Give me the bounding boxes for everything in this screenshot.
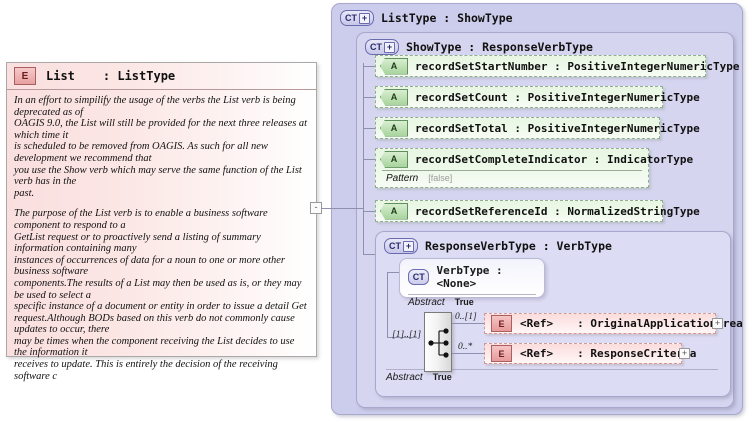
sequence-icon — [428, 328, 449, 358]
element-icon: E — [14, 67, 36, 85]
complextype-badge-label: CT — [370, 42, 382, 52]
connector-stub-attr-1 — [363, 66, 375, 67]
complextype-listtype-title: CT+ ListType : ShowType — [340, 10, 513, 26]
attribute-recordSetTotal[interactable]: A recordSetTotal : PositiveIntegerNumeri… — [375, 117, 700, 139]
connector-stub-attr-3 — [363, 128, 375, 129]
connector-stub-verbtype — [387, 272, 399, 273]
attribute-label: recordSetCompleteIndicator : IndicatorTy… — [415, 152, 694, 166]
facet-name: Abstract — [386, 372, 423, 383]
documentation-panel: E List : ListType In an effort to simpil… — [6, 62, 317, 382]
connector-stub-attr-2 — [363, 97, 375, 98]
facet-name: Pattern — [386, 172, 419, 184]
complextype-icon: CT+ — [365, 39, 399, 55]
element-ref-label: <Ref> — [520, 347, 554, 360]
complextype-verbtype-box[interactable]: CT VerbType : <None> Abstract True — [399, 258, 545, 308]
documentation-header: E List : ListType — [7, 63, 316, 90]
attribute-icon: A — [380, 88, 408, 106]
expand-plus-icon: + — [403, 240, 414, 252]
attribute-icon: A — [380, 119, 408, 137]
connector-stub-attr-5 — [363, 211, 375, 212]
collapse-toggle-button[interactable]: - — [310, 202, 322, 214]
attribute-recordSetCompleteIndicator[interactable]: A recordSetCompleteIndicator : Indicator… — [375, 148, 693, 188]
element-ref-originalapplicationarea[interactable]: E <Ref> : OriginalApplicationArea — [484, 313, 743, 334]
complextype-icon: CT — [408, 269, 430, 285]
complextype-responseverbtype-label: ResponseVerbType : VerbType — [425, 239, 612, 253]
element-icon: E — [491, 345, 512, 362]
cardinality-responsecriteria: 0..* — [458, 342, 473, 352]
connector-stub-compositor — [387, 337, 417, 338]
facet-value: True — [432, 372, 452, 382]
connector-trunk-responseverbtype — [387, 272, 388, 337]
attribute-facet-pattern: Pattern [false] — [382, 169, 642, 187]
connector-doc-to-tree — [322, 208, 363, 209]
complextype-listtype-label: ListType : ShowType — [381, 11, 513, 25]
attribute-label: recordSetReferenceId : NormalizedStringT… — [415, 204, 700, 218]
documentation-paragraph-2: The purpose of the List verb is to enabl… — [14, 208, 307, 382]
attribute-recordSetReferenceId[interactable]: A recordSetReferenceId : NormalizedStrin… — [375, 200, 700, 222]
attribute-icon: A — [380, 150, 408, 168]
expand-plus-icon: + — [384, 41, 395, 53]
attribute-icon: A — [380, 202, 408, 220]
complextype-responseverbtype-title: CT+ ResponseVerbType : VerbType — [384, 238, 612, 254]
sequence-compositor[interactable] — [424, 312, 452, 372]
attribute-recordSetCount[interactable]: A recordSetCount : PositiveIntegerNumeri… — [375, 86, 700, 108]
connector-stub-attr-4 — [363, 159, 375, 160]
complextype-badge-label: CT — [389, 241, 401, 251]
complextype-icon: CT+ — [340, 10, 374, 26]
complextype-icon: CT+ — [384, 238, 418, 254]
element-type-label: : OriginalApplicationArea — [577, 317, 743, 330]
responseverbtype-abstract-facet: Abstract True — [386, 369, 718, 383]
attribute-recordSetStartNumber[interactable]: A recordSetStartNumber : PositiveInteger… — [375, 55, 740, 77]
complextype-verbtype-label: VerbType : <None> — [436, 264, 503, 290]
attribute-icon: A — [380, 57, 408, 75]
element-type: : ListType — [102, 69, 176, 83]
element-name: List — [46, 69, 75, 83]
element-type-label: : ResponseCriteria — [577, 347, 697, 360]
element-ref-label: <Ref> — [520, 317, 554, 330]
documentation-body: In an effort to simpilify the usage of t… — [7, 90, 316, 386]
attribute-label: recordSetStartNumber : PositiveIntegerNu… — [415, 59, 740, 73]
expand-originalapplicationarea-button[interactable]: + — [712, 318, 723, 329]
expand-plus-icon: + — [359, 12, 370, 24]
connector-stub-responseverbtype — [363, 254, 375, 255]
facet-value: [false] — [428, 172, 453, 183]
documentation-paragraph-1: In an effort to simpilify the usage of t… — [14, 95, 308, 199]
cardinality-compositor: [1]..[1] — [392, 330, 422, 340]
attribute-label: recordSetCount : PositiveIntegerNumericT… — [415, 90, 700, 104]
element-icon: E — [491, 315, 512, 332]
verbtype-abstract-facet: Abstract True — [408, 294, 536, 308]
facet-name: Abstract — [408, 297, 445, 308]
facet-value: True — [454, 297, 474, 307]
attribute-label: recordSetTotal : PositiveIntegerNumericT… — [415, 121, 700, 135]
connector-branch-originalapplicationarea — [452, 323, 484, 324]
connector-branch-responsecriteria — [452, 353, 484, 354]
cardinality-originalapplicationarea: 0..[1] — [455, 312, 477, 322]
complextype-showtype-label: ShowType : ResponseVerbType — [406, 40, 593, 54]
complextype-showtype-title: CT+ ShowType : ResponseVerbType — [365, 39, 593, 55]
element-ref-responsecriteria[interactable]: E <Ref> : ResponseCriteria — [484, 343, 696, 364]
expand-responsecriteria-button[interactable]: + — [679, 348, 690, 359]
connector-trunk-vertical — [363, 63, 364, 254]
complextype-verbtype-title: CT VerbType : <None> — [400, 259, 544, 294]
complextype-badge-label: CT — [345, 13, 357, 23]
